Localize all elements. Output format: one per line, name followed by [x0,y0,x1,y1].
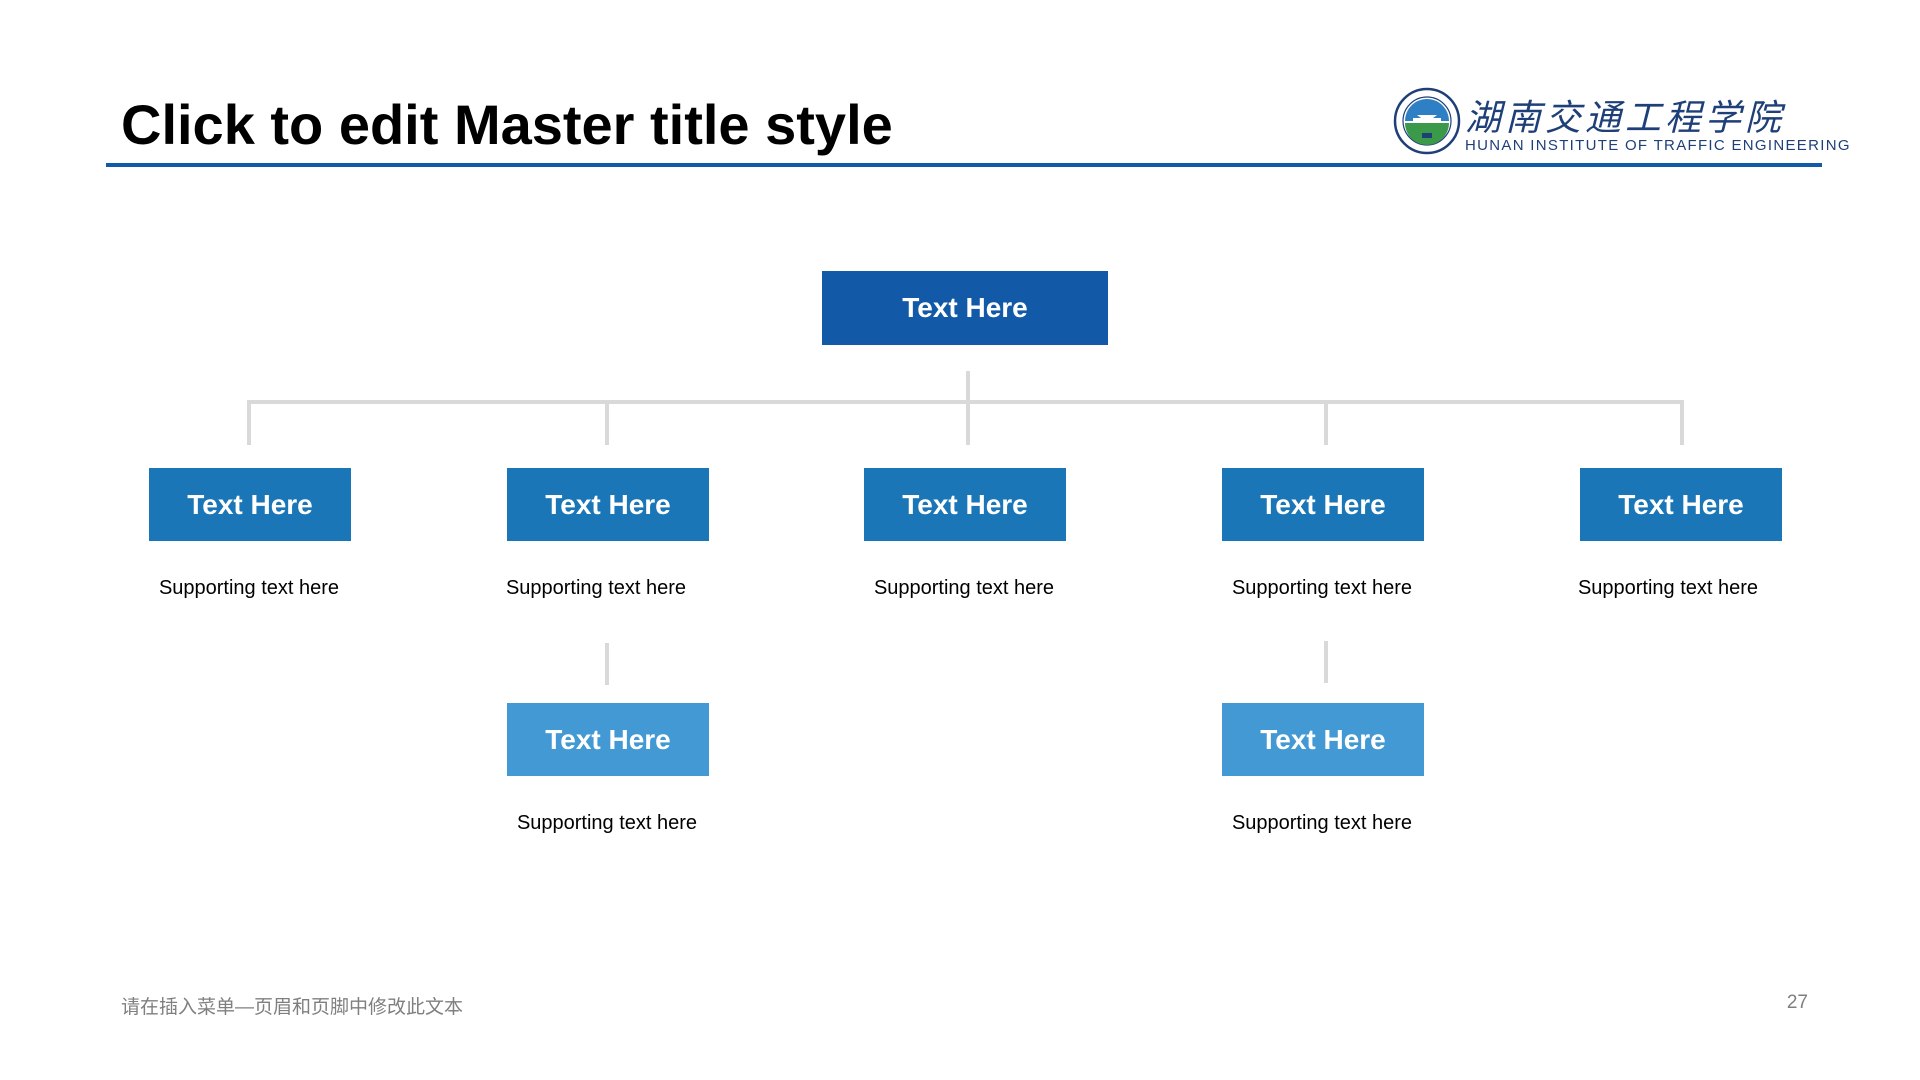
page-number: 27 [1786,992,1808,1013]
org-level1-box-5[interactable]: Text Here [1580,468,1782,541]
connector-drop-2 [605,400,609,445]
connector-drop-5 [1680,400,1684,445]
org-level1-support-3: Supporting text here [873,577,1055,599]
org-level2-box-1[interactable]: Text Here [507,703,709,776]
footer-text[interactable]: 请在插入菜单—页眉和页脚中修改此文本 [121,997,464,1018]
org-level1-support-4: Supporting text here [1231,577,1413,599]
institute-logo: 湖南交通工程学院 HUNAN INSTITUTE OF TRAFFIC ENGI… [1393,87,1850,159]
org-level2-label: Text Here [1260,723,1386,755]
connector-root-stem [966,371,970,404]
org-level2-support-1: Supporting text here [516,812,698,834]
org-level2-support-2: Supporting text here [1231,812,1413,834]
title-underline [106,163,1822,167]
org-level2-label: Text Here [545,723,671,755]
institute-name-english: HUNAN INSTITUTE OF TRAFFIC ENGINEERING [1465,137,1851,154]
org-root-label: Text Here [902,292,1028,323]
org-level1-box-4[interactable]: Text Here [1222,468,1424,541]
institute-emblem-icon [1393,87,1461,155]
org-root-box[interactable]: Text Here [822,271,1108,345]
org-level1-support-2: Supporting text here [505,577,687,599]
institute-name-chinese: 湖南交通工程学院 [1465,98,1786,139]
org-level1-label: Text Here [545,488,671,520]
org-level1-label: Text Here [1618,488,1744,520]
org-level1-label: Text Here [902,488,1028,520]
org-level2-box-2[interactable]: Text Here [1222,703,1424,776]
org-level1-support-1: Supporting text here [158,577,340,599]
connector-horizontal-bar [247,400,1684,404]
connector-sub-1 [605,643,609,685]
org-level1-box-1[interactable]: Text Here [149,468,351,541]
connector-drop-1 [247,400,251,445]
slide-title[interactable]: Click to edit Master title style [121,93,893,156]
org-level1-label: Text Here [187,488,313,520]
org-level1-box-3[interactable]: Text Here [864,468,1066,541]
connector-drop-4 [1324,400,1328,445]
connector-sub-2 [1324,641,1328,683]
org-level1-label: Text Here [1260,488,1386,520]
org-level1-box-2[interactable]: Text Here [507,468,709,541]
org-level1-support-5: Supporting text here [1577,577,1759,599]
connector-drop-3 [966,400,970,445]
